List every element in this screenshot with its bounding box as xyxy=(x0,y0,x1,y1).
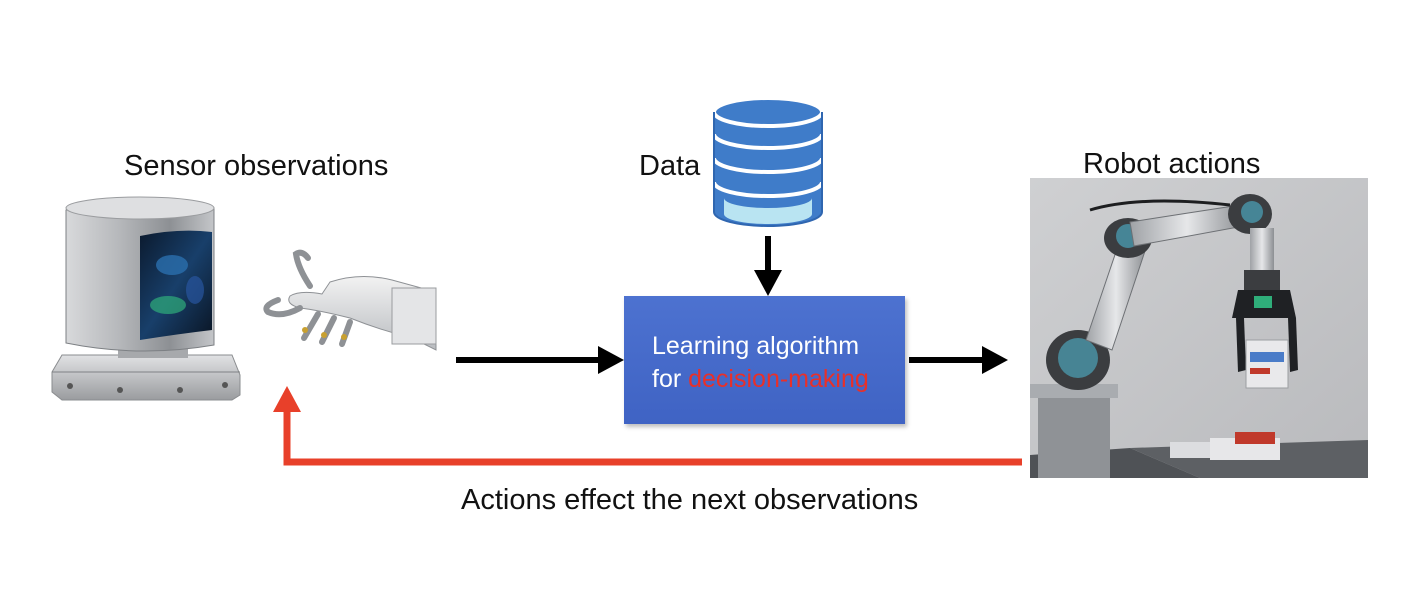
algorithm-to-robot-arrow xyxy=(909,346,1008,374)
database-icon xyxy=(712,96,824,227)
sensor-observations-label: Sensor observations xyxy=(124,150,389,182)
observations-to-algorithm-arrow xyxy=(456,346,624,374)
algorithm-line-2: for decision-making xyxy=(652,363,905,396)
algorithm-line-2-prefix: for xyxy=(652,365,689,393)
feedback-arrow xyxy=(273,386,1022,466)
robotic-hand-image xyxy=(263,249,437,351)
decision-making-highlight: decision-making xyxy=(688,365,869,393)
lidar-sensor-image xyxy=(51,196,241,401)
data-label: Data xyxy=(639,150,701,182)
learning-algorithm-box: Learning algorithm for decision-making xyxy=(624,296,905,424)
robot-actions-label: Robot actions xyxy=(1083,148,1261,180)
feedback-caption: Actions effect the next observations xyxy=(461,484,919,516)
algorithm-line-1: Learning algorithm xyxy=(652,332,860,360)
data-to-algorithm-arrow xyxy=(754,236,782,296)
robot-arm-image xyxy=(1030,178,1368,478)
